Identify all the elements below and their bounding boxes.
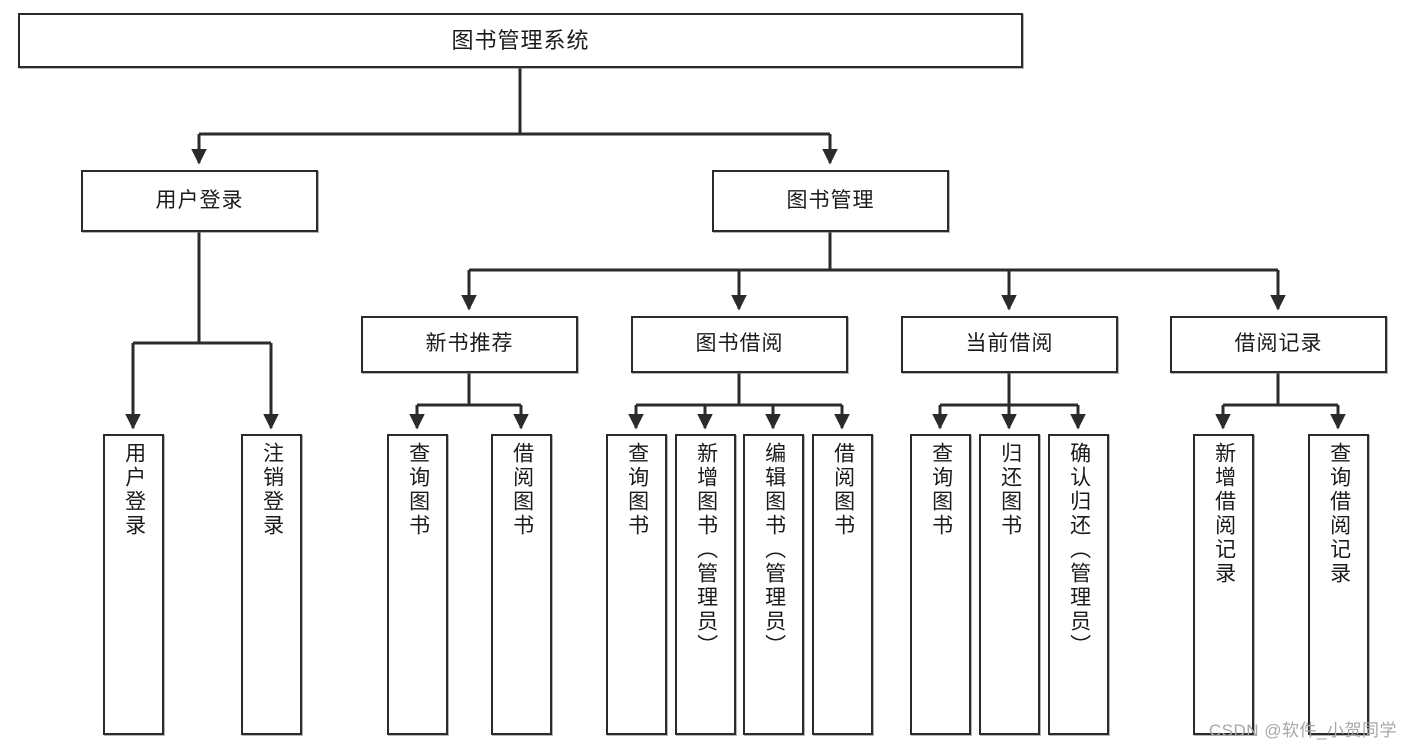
node-label: 用户登录 (155, 188, 244, 212)
leaf-query-book-current[interactable]: 查询图书 (910, 434, 971, 735)
leaf-query-book-borrow[interactable]: 查询图书 (606, 434, 667, 735)
leaf-query-borrow-record[interactable]: 查询借阅记录 (1308, 434, 1369, 735)
node-root-book-management-system[interactable]: 图书管理系统 (18, 13, 1023, 68)
csdn-watermark: CSDN @软件_小贺同学 (1208, 721, 1397, 740)
leaf-borrow-book[interactable]: 借阅图书 (812, 434, 873, 735)
node-label: 借阅记录 (1234, 332, 1323, 356)
node-label: 新增借阅记录 (1212, 442, 1236, 586)
leaf-edit-book-admin[interactable]: 编辑图书（管理员） (743, 434, 804, 735)
leaf-add-borrow-record[interactable]: 新增借阅记录 (1193, 434, 1254, 735)
node-label: 编辑图书（管理员） (762, 442, 786, 658)
node-label: 借阅图书 (831, 442, 855, 538)
node-label: 查询图书 (625, 442, 649, 538)
leaf-confirm-return-admin[interactable]: 确认归还（管理员） (1048, 434, 1109, 735)
leaf-logout[interactable]: 注销登录 (241, 434, 302, 735)
node-label: 归还图书 (998, 442, 1022, 538)
node-label: 注销登录 (260, 442, 284, 538)
node-label: 图书借阅 (695, 332, 784, 356)
node-label: 确认归还（管理员） (1067, 442, 1091, 658)
leaf-query-book-recommend[interactable]: 查询图书 (387, 434, 448, 735)
node-user-login[interactable]: 用户登录 (81, 170, 318, 232)
node-label: 当前借阅 (965, 332, 1054, 356)
node-borrow-record[interactable]: 借阅记录 (1170, 316, 1387, 373)
node-label: 借阅图书 (510, 442, 534, 538)
leaf-borrow-book-recommend[interactable]: 借阅图书 (491, 434, 552, 735)
node-label: 新增图书（管理员） (694, 442, 718, 658)
node-book-borrow[interactable]: 图书借阅 (631, 316, 848, 373)
node-label: 新书推荐 (425, 332, 514, 356)
node-new-book-recommend[interactable]: 新书推荐 (361, 316, 578, 373)
node-label: 图书管理系统 (451, 27, 590, 53)
node-label: 查询图书 (929, 442, 953, 538)
leaf-return-book[interactable]: 归还图书 (979, 434, 1040, 735)
node-label: 图书管理 (786, 188, 875, 212)
leaf-add-book-admin[interactable]: 新增图书（管理员） (675, 434, 736, 735)
node-current-borrow[interactable]: 当前借阅 (901, 316, 1118, 373)
leaf-user-login[interactable]: 用户登录 (103, 434, 164, 735)
node-label: 用户登录 (122, 442, 146, 538)
node-label: 查询借阅记录 (1327, 442, 1351, 586)
node-label: 查询图书 (406, 442, 430, 538)
node-book-management[interactable]: 图书管理 (712, 170, 949, 232)
